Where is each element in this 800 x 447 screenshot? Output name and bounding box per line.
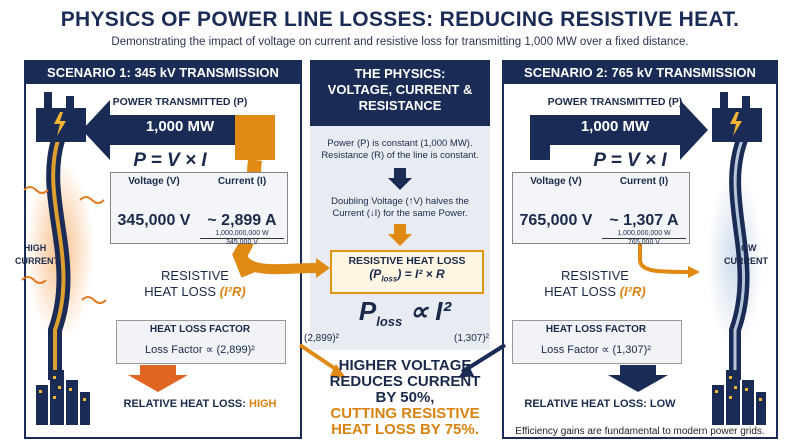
power-plant-icon-left (36, 92, 86, 142)
arrow-down-right (608, 365, 668, 392)
s1-values-box (110, 172, 288, 244)
city-icon-left (36, 370, 90, 425)
s1-loss-label-2: HEAT LOSS (144, 284, 217, 299)
s1-voltage-value: 345,000 V (117, 212, 191, 229)
center-text-1: Power (P) is constant (1,000 MW). Resist… (314, 138, 486, 162)
conclusion: HIGHER VOLTAGE REDUCES CURRENT BY 50%, C… (320, 358, 490, 438)
s2-values-box (512, 172, 690, 244)
s2-side-label-1: LOW (735, 243, 757, 253)
s2-calc-den: 765,000 V (628, 239, 660, 246)
s2-formula: P = V × I (593, 150, 667, 171)
center-rhl-1: RESISTIVE HEAT LOSS (348, 255, 466, 267)
s1-power-label: POWER TRANSMITTED (P) (112, 96, 248, 108)
center-loss-box: RESISTIVE HEAT LOSS (Ploss) = I² × R (330, 250, 484, 294)
center-text-1b: Resistance (R) of the line is constant. (321, 150, 479, 161)
s1-relative: RELATIVE HEAT LOSS: HIGH (100, 398, 300, 410)
arrow-down-left (128, 365, 188, 392)
center-title-2: VOLTAGE, CURRENT & (327, 82, 473, 97)
page-subtitle: Demonstrating the impact of voltage on c… (111, 36, 689, 48)
s2-loss-line: HEAT LOSS (I²R) (530, 284, 660, 299)
arrow-to-conclusion-left (298, 343, 342, 374)
s2-power-value: 1,000 MW (580, 118, 650, 135)
heat-waves-left (21, 186, 107, 304)
s1-power-value: 1,000 MW (145, 118, 215, 135)
s2-loss-sym: (I²R) (619, 284, 646, 299)
center-text-2a: Doubling Voltage (↑V) halves the (331, 196, 469, 207)
s1-calc-num: 1,000,000,000 W (200, 230, 284, 239)
power-arrow-left (82, 100, 255, 160)
center-title-3: RESISTANCE (358, 98, 442, 113)
current-flow-right (638, 200, 691, 274)
s1-voltage-label: Voltage (V) (128, 176, 180, 187)
s1-loss-label-1: RESISTIVE (161, 268, 229, 283)
s2-current-label: Current (I) (619, 176, 669, 187)
city-icon-right (712, 370, 766, 425)
center-text-2b: Current (↓I) for the same Power. (332, 208, 468, 219)
s2-voltage-label: Voltage (V) (530, 176, 582, 187)
center-rhl-formula: (Ploss) = I² × R (369, 267, 445, 284)
s2-loss-label-2: HEAT LOSS (544, 284, 617, 299)
center-text-1a: Power (P) is constant (1,000 MW). (327, 138, 473, 149)
arrow-to-center-left (235, 252, 319, 275)
s1-factor-text: Loss Factor ∝ (2,899)² (145, 344, 255, 356)
cool-glow (707, 170, 763, 350)
s1-side-label-2: CURRENT (15, 256, 59, 266)
center-proportional: Ploss ∝ I² (358, 296, 452, 330)
center-left-sq: (2,899)² (304, 333, 340, 344)
s1-calc-den: 345,000 V (226, 239, 258, 246)
power-plant-icon-right (712, 92, 762, 142)
s1-loss-line: HEAT LOSS (I²R) (130, 284, 260, 299)
s1-formula: P = V × I (133, 150, 207, 171)
scenario1-header: SCENARIO 1: 345 kV TRANSMISSION (26, 62, 300, 84)
center-text-2: Doubling Voltage (↑V) halves the Current… (314, 196, 486, 220)
s1-factor-box (116, 320, 286, 364)
s1-relative-label: RELATIVE HEAT LOSS: (123, 398, 246, 410)
s2-loss-label-1: RESISTIVE (561, 268, 629, 283)
power-arrow-right (530, 100, 708, 160)
conclusion-line2: REDUCES CURRENT (329, 373, 481, 390)
center-header: THE PHYSICS: VOLTAGE, CURRENT & RESISTAN… (310, 60, 490, 126)
center-right-sq: (1,307)² (454, 333, 490, 344)
conclusion-line4: CUTTING RESISTIVE (330, 405, 480, 422)
s2-power-label: POWER TRANSMITTED (P) (547, 96, 683, 108)
s2-calc-num: 1,000,000,000 W (602, 230, 686, 239)
s2-side-label-2: CURRENT (724, 256, 768, 266)
s2-relative-label: RELATIVE HEAT LOSS: (524, 398, 647, 410)
s1-relative-value: HIGH (249, 398, 277, 410)
s2-factor-box (512, 320, 682, 364)
conclusion-line1: HIGHER VOLTAGE (338, 357, 472, 374)
conclusion-line3: BY 50%, (375, 389, 435, 406)
s2-factor-header: HEAT LOSS FACTOR (545, 324, 647, 335)
s1-side-label-1: HIGH (23, 243, 47, 253)
scenario2-header: SCENARIO 2: 765 kV TRANSMISSION (504, 62, 776, 84)
conclusion-line5: HEAT LOSS BY 75%. (331, 421, 479, 438)
center-arrows (388, 168, 412, 246)
s2-factor-text: Loss Factor ∝ (1,307)² (541, 344, 651, 356)
s1-current-label: Current (I) (217, 176, 267, 187)
s1-factor-header: HEAT LOSS FACTOR (149, 324, 251, 335)
footer-note: Efficiency gains are fundamental to mode… (515, 426, 765, 437)
page-title: PHYSICS OF POWER LINE LOSSES: REDUCING R… (60, 8, 740, 31)
s1-current-value: ~ 2,899 A (207, 212, 277, 229)
s2-current-value: ~ 1,307 A (609, 212, 679, 229)
s2-voltage-value: 765,000 V (519, 212, 593, 229)
s2-relative: RELATIVE HEAT LOSS: LOW (500, 398, 700, 410)
s2-relative-value: LOW (649, 398, 676, 410)
center-title-1: THE PHYSICS: (354, 66, 446, 81)
s1-loss-sym: (I²R) (219, 284, 246, 299)
